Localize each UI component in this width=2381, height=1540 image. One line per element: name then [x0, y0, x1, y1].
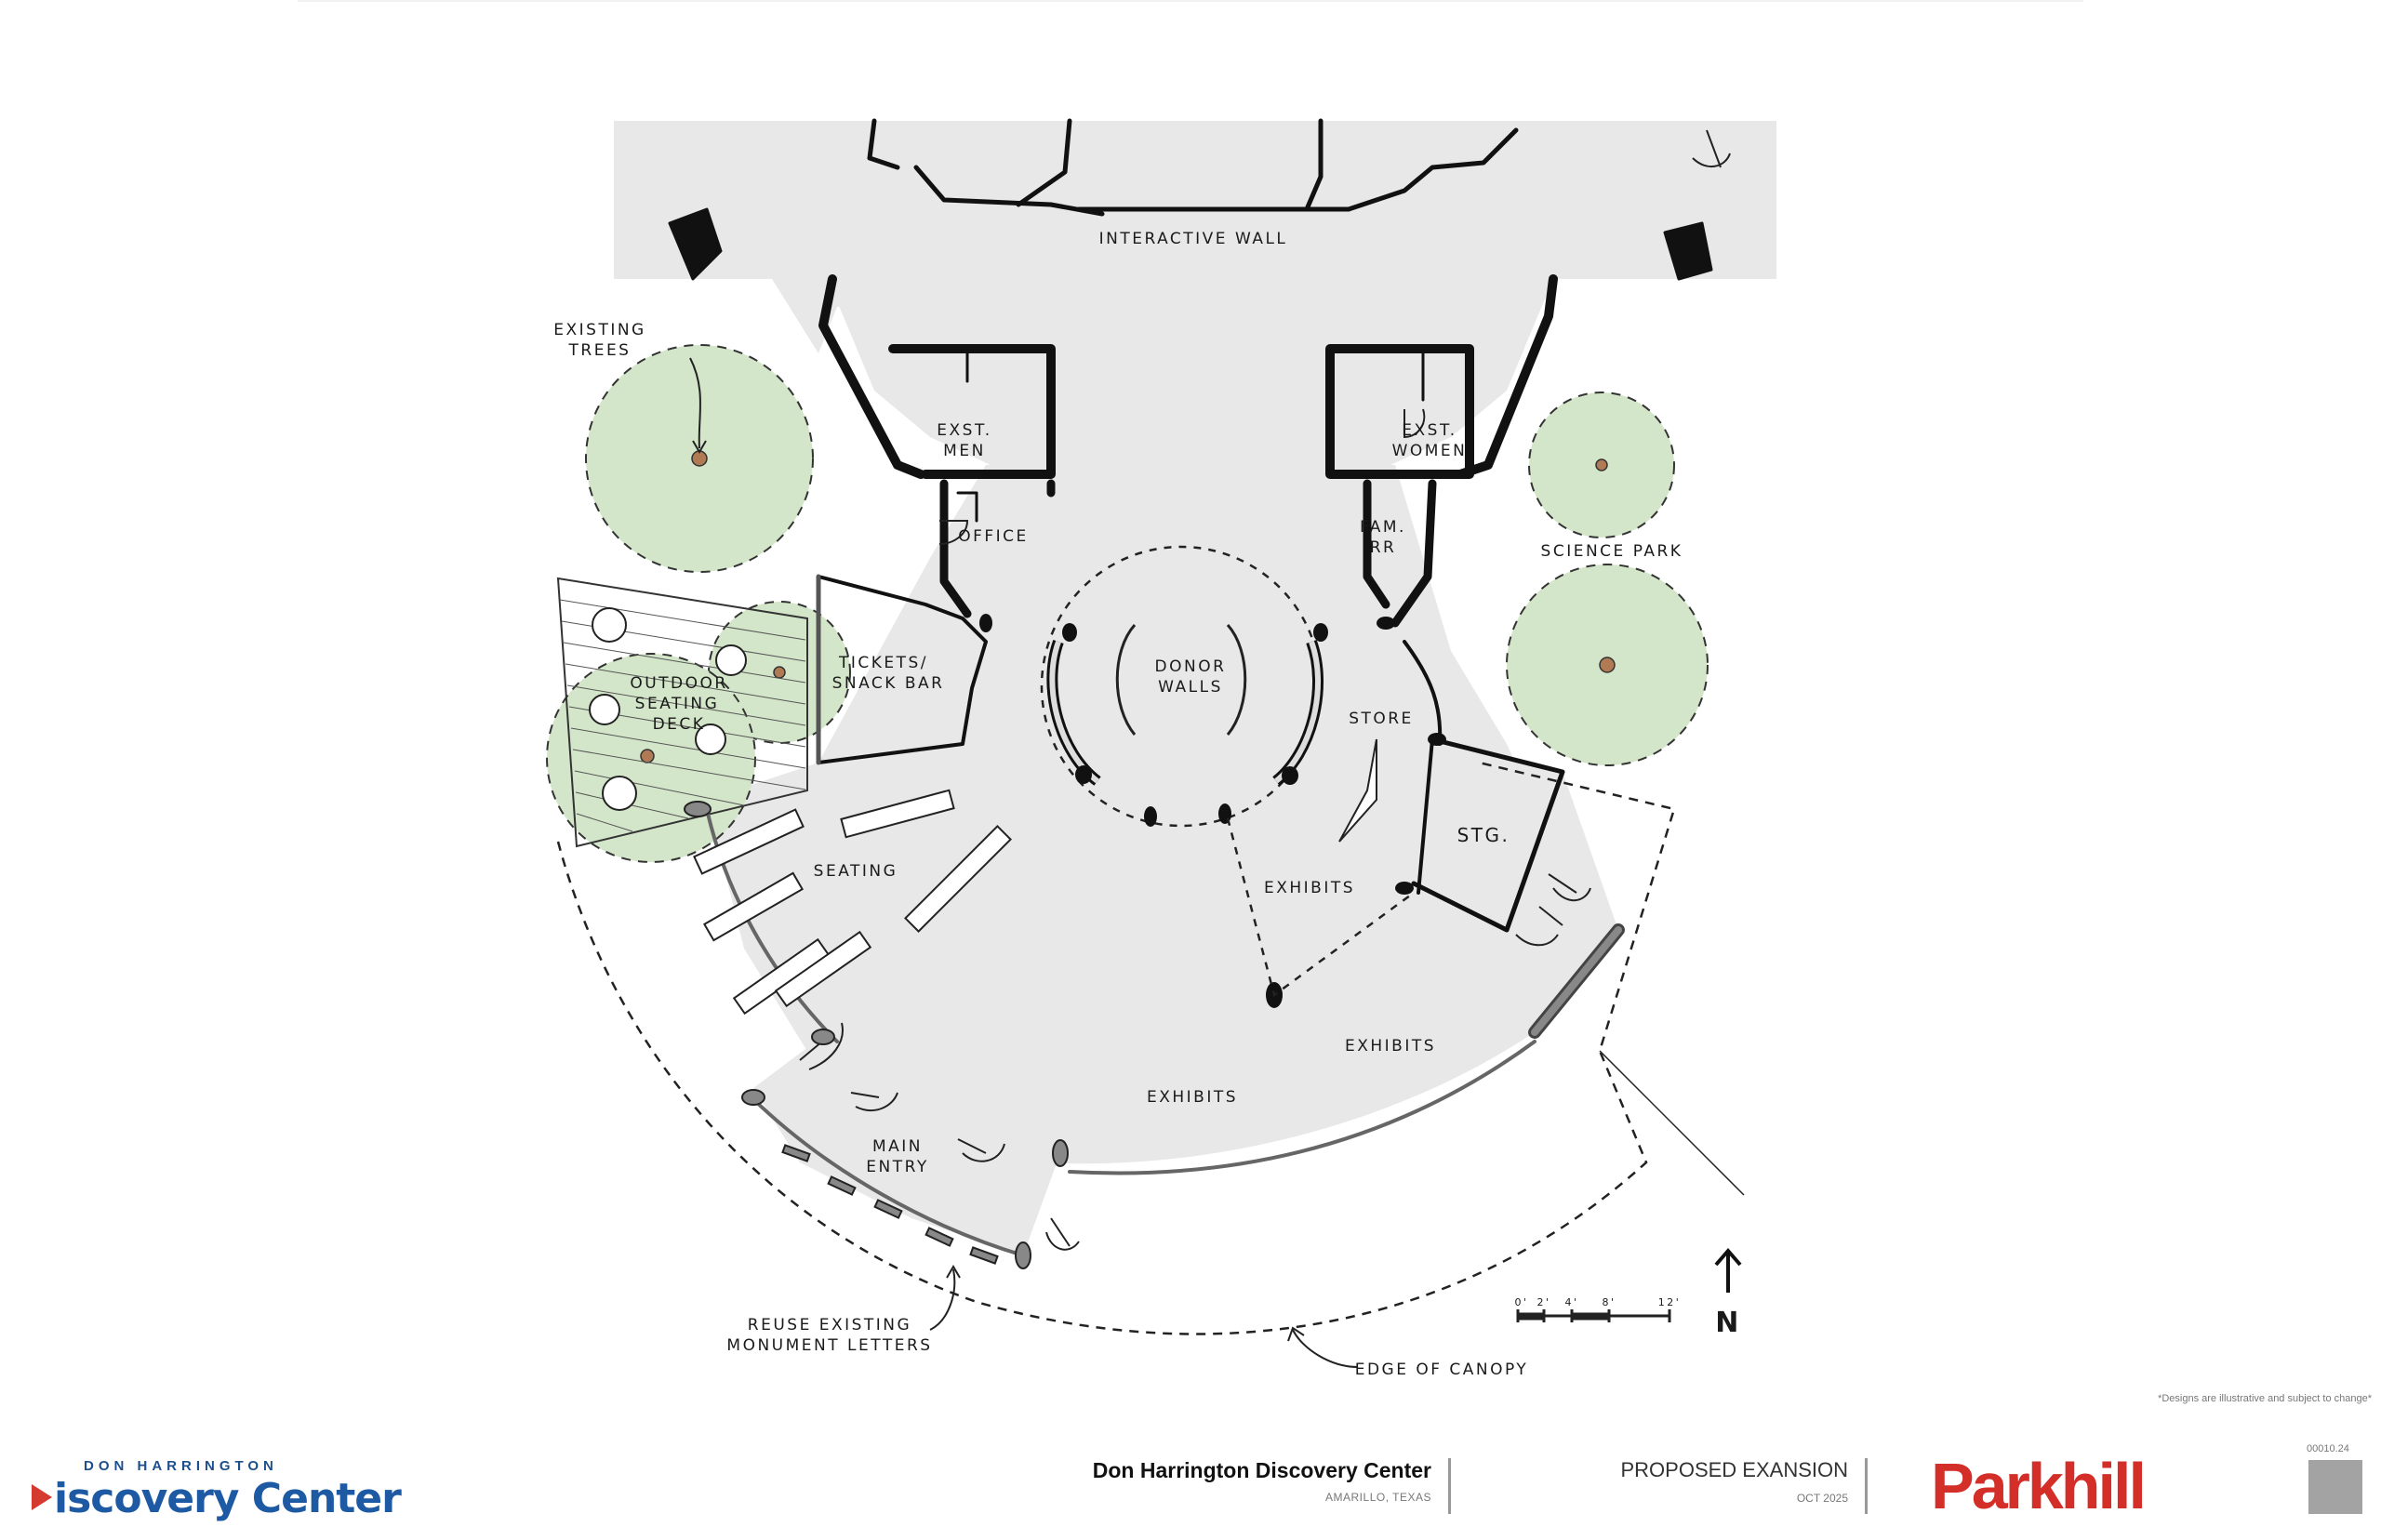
- family-restroom: [1363, 479, 1437, 628]
- label-fam-rr-2: RR: [1370, 538, 1397, 557]
- project-location: AMARILLO, TEXAS: [1325, 1491, 1431, 1504]
- scale-label-8: 8': [1602, 1296, 1616, 1308]
- label-exhibits-south: EXHIBITS: [1147, 1088, 1238, 1107]
- entry-floor: [753, 1032, 1060, 1255]
- pylon-east: [1663, 221, 1713, 281]
- donor-walls: [979, 545, 1446, 1008]
- label-main-entry-1: MAIN: [872, 1137, 923, 1156]
- sheet-box: [2308, 1460, 2362, 1514]
- sheet-number: 00010.24: [2307, 1443, 2349, 1454]
- scale-label-4: 4': [1564, 1296, 1578, 1308]
- seating-tables: [693, 789, 1012, 1016]
- room-labels: INTERACTIVE WALL EXISTING TREES EXST. ME…: [553, 230, 1683, 1379]
- label-tickets-2: SNACK BAR: [832, 674, 945, 693]
- rotunda-south-arc: [1068, 1040, 1536, 1175]
- deck-tables: [589, 607, 747, 811]
- label-edge-canopy: EDGE OF CANOPY: [1355, 1361, 1529, 1379]
- pylon-west: [668, 207, 723, 281]
- tree-trunk-3: [1599, 657, 1616, 673]
- columns: [979, 614, 1446, 1008]
- scale-label-2: 2': [1536, 1296, 1550, 1308]
- disclaimer-text: *Designs are illustrative and subject to…: [2158, 1393, 2372, 1404]
- project-name: Don Harrington Discovery Center: [1092, 1458, 1431, 1482]
- label-office: OFFICE: [958, 527, 1029, 546]
- top-rule: [298, 0, 2083, 2]
- phase-name: PROPOSED EXANSION: [1620, 1458, 1848, 1481]
- scale-label-12: 12': [1658, 1296, 1682, 1308]
- label-exhibits-east: EXHIBITS: [1345, 1037, 1436, 1055]
- north-arrow-icon: [1714, 1247, 1742, 1293]
- rotunda-west-arc: [705, 807, 839, 1043]
- scale-bar: [1516, 1309, 1671, 1322]
- label-exst-women-2: WOMEN: [1392, 442, 1468, 460]
- phase-date: OCT 2025: [1796, 1492, 1848, 1505]
- label-fam-rr-1: FAM.: [1360, 518, 1406, 537]
- label-donor-walls-2: WALLS: [1158, 678, 1223, 697]
- label-existing-trees-1: EXISTING: [553, 321, 645, 339]
- office-walls: [939, 479, 1056, 618]
- project-title-block: Don Harrington Discovery Center AMARILLO…: [1093, 1458, 1451, 1514]
- womens-restroom: [1325, 344, 1474, 479]
- label-exst-men-2: MEN: [943, 442, 986, 460]
- firm-logo: Parkhill: [1931, 1450, 2147, 1522]
- label-reuse-2: MONUMENT LETTERS: [726, 1336, 932, 1355]
- corridor-floor: [828, 279, 1553, 493]
- tree-trunk-5: [640, 749, 655, 763]
- trees: [546, 344, 1709, 863]
- logo-top-text: DON HARRINGTON: [84, 1458, 278, 1474]
- corridor-west-wall: [818, 274, 925, 479]
- label-science-park: SCIENCE PARK: [1541, 542, 1683, 561]
- client-logo: DON HARRINGTON iscovery Center: [32, 1458, 402, 1523]
- mens-restroom: [888, 344, 1056, 479]
- label-seating: SEATING: [814, 862, 898, 881]
- canopy-edge: [556, 761, 1676, 1335]
- donor-wall-east: [1226, 624, 1247, 736]
- label-donor-walls-1: DONOR: [1155, 657, 1227, 676]
- entry-arc-outer: [750, 1095, 1025, 1257]
- storage-room: [1411, 737, 1565, 933]
- doors: [799, 129, 1731, 1251]
- tree-trunk-4: [773, 666, 786, 679]
- monument-letters: [684, 801, 1069, 1269]
- walls: [668, 118, 1713, 1257]
- label-interactive-wall: INTERACTIVE WALL: [1099, 230, 1288, 248]
- label-main-entry-2: ENTRY: [866, 1158, 928, 1176]
- label-exst-women-1: EXST.: [1402, 421, 1457, 440]
- logo-wordmark: iscovery Center: [54, 1475, 402, 1522]
- donor-wall-west: [1115, 624, 1137, 736]
- store-display: [1338, 738, 1377, 843]
- label-existing-trees-2: TREES: [568, 341, 632, 360]
- label-exhibits-north: EXHIBITS: [1264, 879, 1355, 897]
- play-icon: [32, 1484, 52, 1510]
- tree-trunk-2: [1595, 458, 1608, 471]
- label-exst-men-1: EXST.: [937, 421, 991, 440]
- label-reuse-1: REUSE EXISTING: [748, 1316, 911, 1334]
- leaders: [689, 357, 1745, 1368]
- label-outdoor-3: DECK: [653, 715, 706, 734]
- north-label: N: [1715, 1307, 1741, 1339]
- scale-label-0: 0': [1514, 1296, 1528, 1308]
- outdoor-deck: [556, 577, 808, 848]
- deck-outline: [556, 577, 808, 848]
- rotunda-east-wall: [1403, 640, 1443, 746]
- label-tickets-1: TICKETS/: [838, 654, 928, 672]
- ticket-counter: [817, 575, 988, 764]
- phase-block: PROPOSED EXANSION OCT 2025: [1620, 1458, 1868, 1514]
- logo-main-text: iscovery Center: [32, 1475, 402, 1522]
- label-store: STORE: [1349, 710, 1414, 728]
- label-outdoor-2: SEATING: [635, 695, 720, 713]
- exhibit-divider: [1226, 817, 1415, 998]
- label-storage: STG.: [1457, 824, 1510, 846]
- label-outdoor-1: OUTDOOR: [630, 674, 727, 693]
